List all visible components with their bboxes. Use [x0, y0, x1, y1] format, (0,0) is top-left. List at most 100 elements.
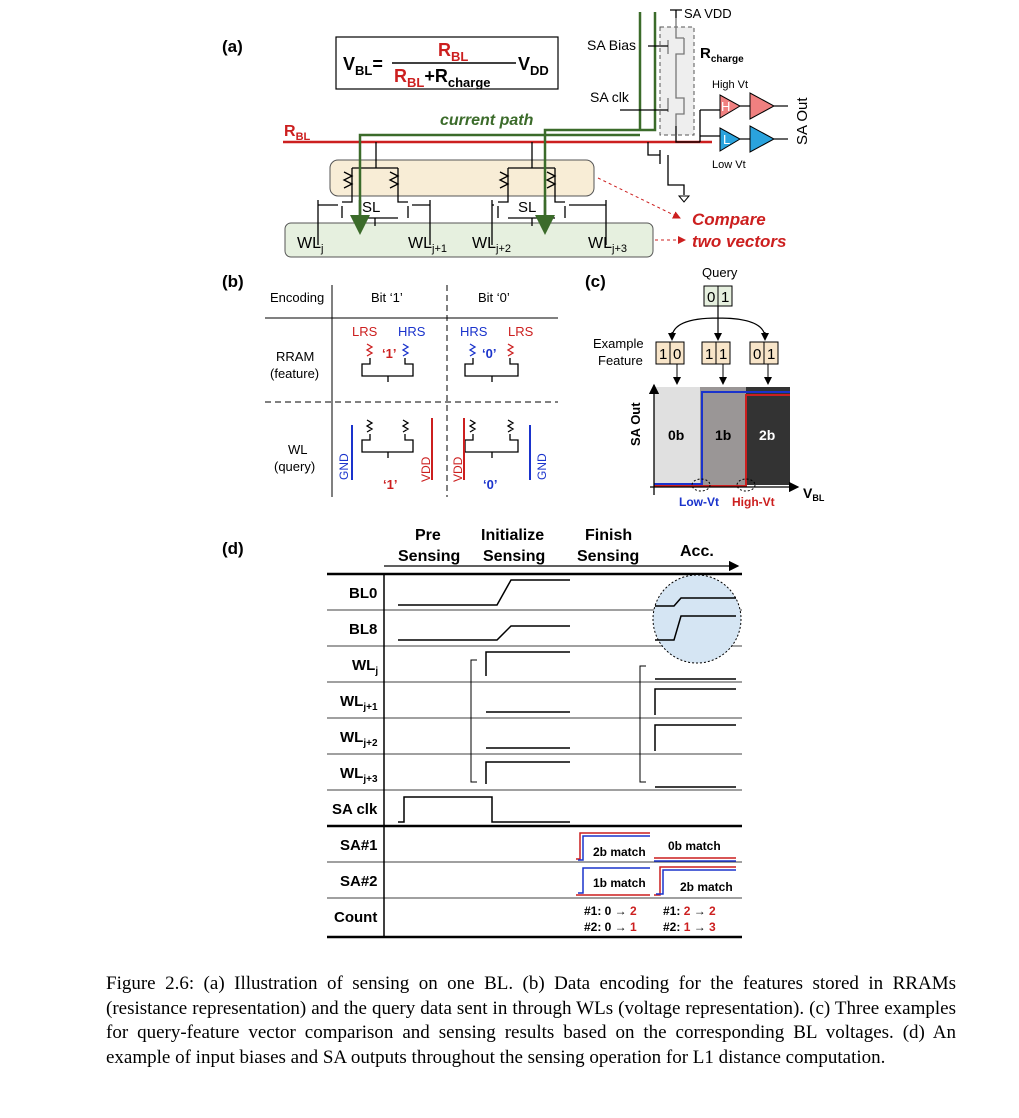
- l-letter: L: [723, 132, 730, 147]
- ground-symbol-sa: [677, 195, 691, 203]
- row-wl-line2: (query): [274, 459, 315, 474]
- count-first-2: #2: 0 → 1: [584, 920, 637, 934]
- bit1-value-query: ‘1’: [383, 477, 397, 492]
- c-x-axis-label: VBL: [803, 485, 825, 503]
- panel-a-label: (a): [222, 37, 243, 56]
- phase-init-2: Sensing: [483, 548, 545, 565]
- panel-c: (c) Query 0 1 Example Feature 1 0 1 1 0 …: [585, 265, 825, 509]
- rram-cell-box: [329, 159, 595, 197]
- region-1b-label: 1b: [715, 427, 731, 443]
- phase-pre-1: Pre: [415, 527, 441, 544]
- feature-boxes: [655, 341, 779, 365]
- feature-3-bit-0: 0: [753, 346, 761, 363]
- wave-wl-j1: [486, 688, 736, 715]
- row-sa2: SA#2: [340, 873, 378, 890]
- header-bit1: Bit ‘1’: [371, 290, 403, 305]
- wave-bl8: [398, 625, 570, 641]
- feature-2-bit-0: 1: [705, 346, 713, 363]
- wave-wl-j: [485, 651, 570, 676]
- feature-arrows: [673, 364, 772, 385]
- row-bl0: BL0: [349, 585, 377, 602]
- sa1-second-label: 0b match: [668, 839, 721, 853]
- b-feature-cells: [361, 343, 519, 382]
- buffer-wires: [740, 105, 788, 140]
- row-sa1: SA#1: [340, 837, 378, 854]
- panel-a: (a) VBL= RBL RBL+Rcharge VDD RBL: [222, 6, 811, 258]
- region-0b-label: 0b: [668, 427, 684, 443]
- wl-j2-label: WLj+2: [472, 235, 511, 255]
- low-vt-c-label: Low-Vt: [679, 495, 719, 509]
- region-0b: [654, 387, 700, 485]
- row-bl8: BL8: [349, 621, 377, 638]
- header-bit0: Bit ‘0’: [478, 290, 510, 305]
- wl-j-label: WLj: [297, 235, 323, 255]
- feature-1-bit-0: 1: [659, 346, 667, 363]
- hrs-label-1: HRS: [398, 324, 426, 339]
- phase-acc: Acc.: [680, 543, 714, 560]
- d-row-dividers: [327, 609, 742, 899]
- feature-1-bit-1: 0: [673, 346, 681, 363]
- sl-label-2: SL: [518, 199, 536, 216]
- formula-denominator: RBL+Rcharge: [394, 66, 491, 90]
- bracket-2: [639, 665, 646, 783]
- low-vt-inverter: [719, 127, 742, 152]
- row-wl-j3: WLj+3: [340, 765, 378, 785]
- b-query-cells: [351, 418, 531, 480]
- region-1b: [700, 387, 746, 485]
- feature-3-bit-1: 1: [767, 346, 775, 363]
- query-fanout-arrows: [668, 332, 769, 341]
- low-vt-marker: [691, 478, 711, 492]
- sa-vdd-symbol: [670, 9, 682, 18]
- figure-caption: Figure 2.6: (a) Illustration of sensing …: [106, 973, 956, 1068]
- sa2-wave-blue-2: [656, 869, 736, 895]
- bit1-value-feature: ‘1’: [382, 346, 396, 361]
- waveforms: [398, 579, 736, 823]
- count-second-2: #2: 1 → 3: [663, 920, 716, 934]
- high-vt-buffer: [749, 92, 776, 120]
- sa1-first-label: 2b match: [593, 845, 646, 859]
- high-vt-curve: [654, 394, 790, 487]
- example-label-1: Example: [593, 336, 644, 351]
- sa-bias-label: SA Bias: [587, 37, 636, 53]
- example-label-2: Feature: [598, 353, 643, 368]
- sa1-wave-red-1: [576, 832, 650, 860]
- high-vt-c-label: High-Vt: [732, 495, 775, 509]
- panel-d-label: (d): [222, 539, 244, 558]
- header-encoding: Encoding: [270, 290, 324, 305]
- region-2b-label: 2b: [759, 427, 775, 443]
- high-vt-marker: [736, 478, 756, 492]
- r-charge-label: Rcharge: [700, 45, 744, 65]
- feature-2-bit-1: 1: [719, 346, 727, 363]
- acc-zoom-wave-1: [655, 597, 736, 607]
- query-label: Query: [702, 265, 738, 280]
- rbl-label: RBL: [284, 123, 311, 143]
- wl-j1-label: WLj+1: [408, 235, 447, 255]
- acc-zoom-wave-2: [655, 615, 736, 641]
- bit0-value-query: ‘0’: [483, 477, 497, 492]
- figure-2-6: (a) VBL= RBL RBL+Rcharge VDD RBL: [222, 6, 825, 939]
- vdd-label-2: VDD: [451, 456, 465, 482]
- acc-zoom-circle: [652, 574, 742, 664]
- gnd-label-1: GND: [337, 453, 351, 480]
- low-vt-label: Low Vt: [712, 159, 746, 171]
- query-bit-1: 1: [721, 289, 729, 306]
- compare-label-2: two vectors: [692, 232, 786, 251]
- panel-b: (b) Encoding Bit ‘1’ Bit ‘0’ RRAM (featu…: [222, 272, 558, 497]
- sa1-wave-blue-1: [578, 835, 650, 861]
- sa2-second-label: 2b match: [680, 880, 733, 894]
- r-charge-box: [659, 26, 695, 136]
- sa-clk-label: SA clk: [590, 89, 630, 105]
- row-rram-line1: RRAM: [276, 349, 314, 364]
- sa-lower-circuit: [647, 109, 720, 195]
- lrs-label-2: LRS: [508, 324, 534, 339]
- sl-label-1: SL: [362, 199, 380, 216]
- row-sa-clk: SA clk: [332, 801, 378, 818]
- sa2-wave-red-2: [654, 866, 736, 896]
- high-vt-label: High Vt: [712, 79, 748, 91]
- vdd-label-1: VDD: [419, 456, 433, 482]
- row-wl-j1: WLj+1: [340, 693, 378, 713]
- phase-pre-2: Sensing: [398, 548, 460, 565]
- phase-finish-2: Sensing: [577, 548, 639, 565]
- query-bit-0: 0: [707, 289, 715, 306]
- low-vt-curve: [654, 391, 790, 485]
